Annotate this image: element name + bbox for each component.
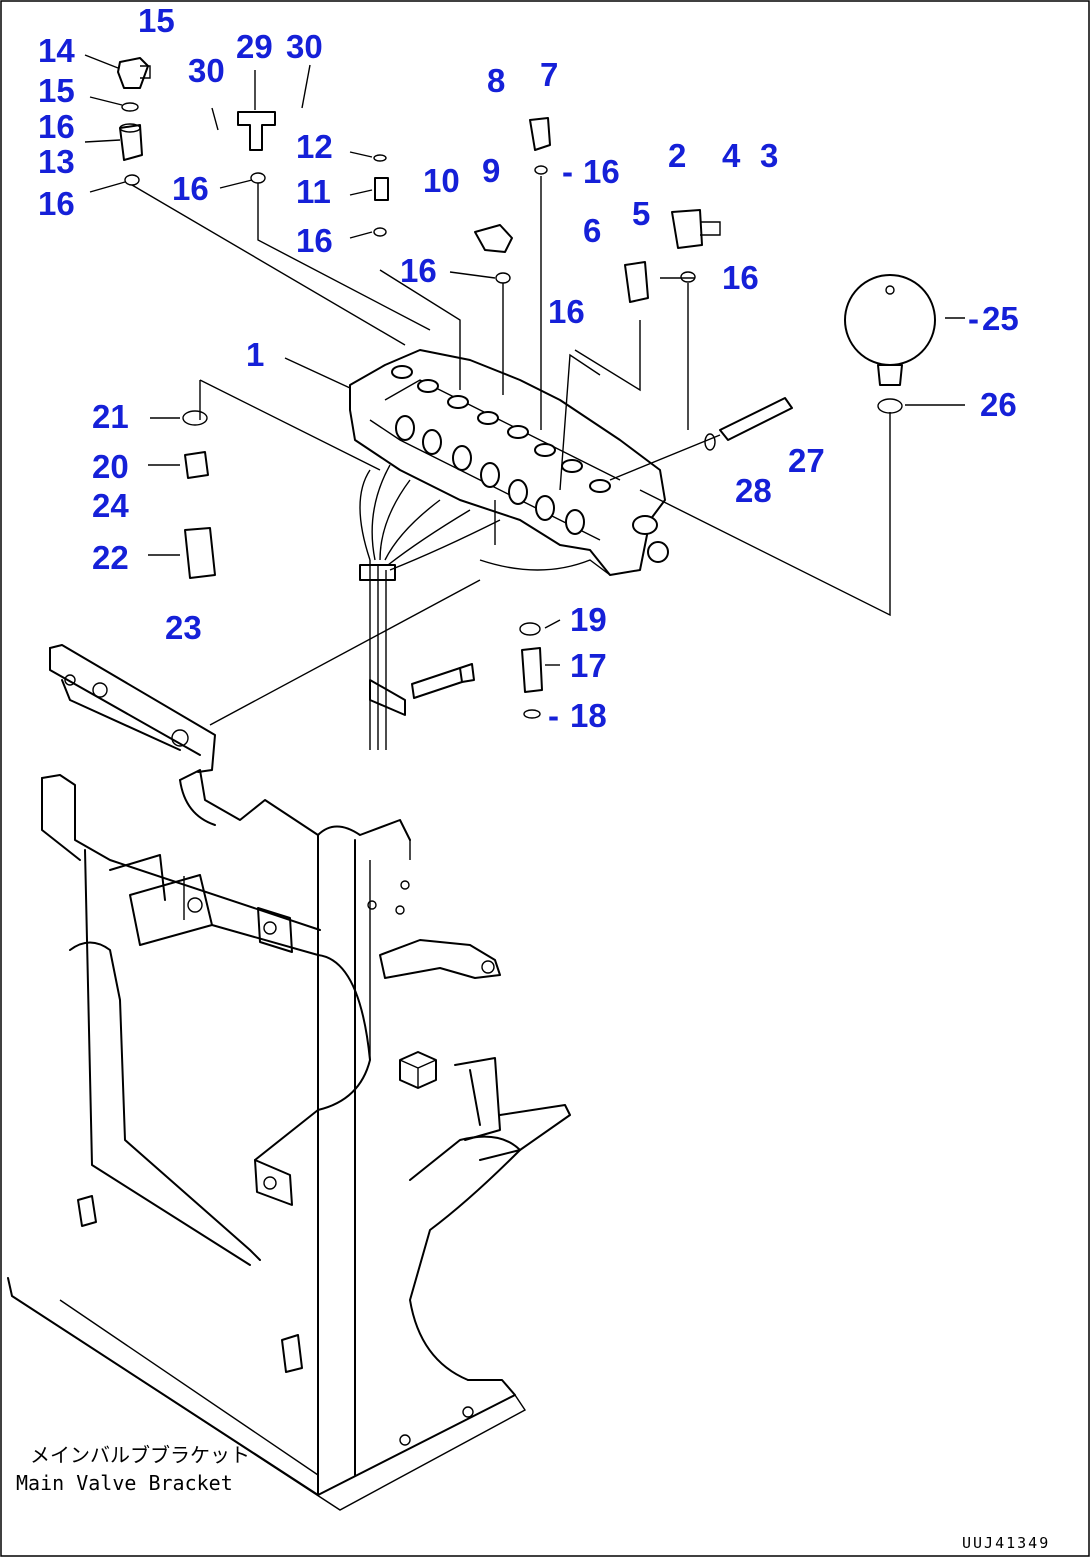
callout-17: 17 (570, 647, 607, 684)
callout-2: 2 (668, 137, 686, 174)
main-valve-bracket (7, 769, 571, 1511)
callout-10: 10 (423, 162, 460, 199)
callout-16-f-dash: - (562, 153, 573, 190)
leader-lines (84, 54, 965, 726)
callout-7: 7 (540, 56, 558, 93)
callout-16-f: 16 (583, 153, 620, 190)
caption-english: Main Valve Bracket (16, 1471, 233, 1495)
callout-5: 5 (632, 195, 650, 232)
callout-11: 11 (296, 173, 331, 210)
mounting-plate (49, 644, 216, 773)
callout-21: 21 (92, 398, 129, 435)
callout-6: 6 (583, 212, 601, 249)
callout-9: 9 (482, 152, 500, 189)
callout-12: 12 (296, 128, 333, 165)
callout-1: 1 (246, 336, 264, 373)
callout-25-dash: - (968, 300, 979, 337)
main-valve-block (349, 349, 669, 750)
callout-3: 3 (760, 137, 778, 174)
caption-japanese: メインバルブブラケット (30, 1443, 250, 1467)
callout-18-dash: - (548, 697, 559, 734)
callout-16-b: 16 (38, 185, 75, 222)
callouts: 1 2 3 4 5 6 7 8 9 10 11 12 13 14 15 15 1… (38, 2, 1019, 734)
callout-16-a: 16 (38, 108, 75, 145)
callout-29: 29 (236, 28, 273, 65)
callout-16-c: 16 (172, 170, 209, 207)
callout-15-left: 15 (38, 72, 75, 109)
callout-30-left: 30 (188, 52, 225, 89)
components (117, 57, 936, 719)
callout-25: 25 (982, 300, 1019, 337)
callout-24: 24 (92, 487, 129, 524)
callout-16-d: 16 (296, 222, 333, 259)
document-id: UUJ41349 (962, 1534, 1050, 1552)
callout-23: 23 (165, 609, 202, 646)
callout-15-top: 15 (138, 2, 175, 39)
callout-16-e: 16 (400, 252, 437, 289)
callout-20: 20 (92, 448, 129, 485)
callout-22: 22 (92, 539, 129, 576)
callout-8: 8 (487, 62, 505, 99)
callout-30-right: 30 (286, 28, 323, 65)
callout-16-h: 16 (548, 293, 585, 330)
callout-27: 27 (788, 442, 825, 479)
callout-13: 13 (38, 143, 75, 180)
callout-18: 18 (570, 697, 607, 734)
callout-26: 26 (980, 386, 1017, 423)
callout-28: 28 (735, 472, 772, 509)
callout-19: 19 (570, 601, 607, 638)
callout-14: 14 (38, 32, 75, 69)
callout-4: 4 (722, 137, 741, 174)
callout-16-g: 16 (722, 259, 759, 296)
